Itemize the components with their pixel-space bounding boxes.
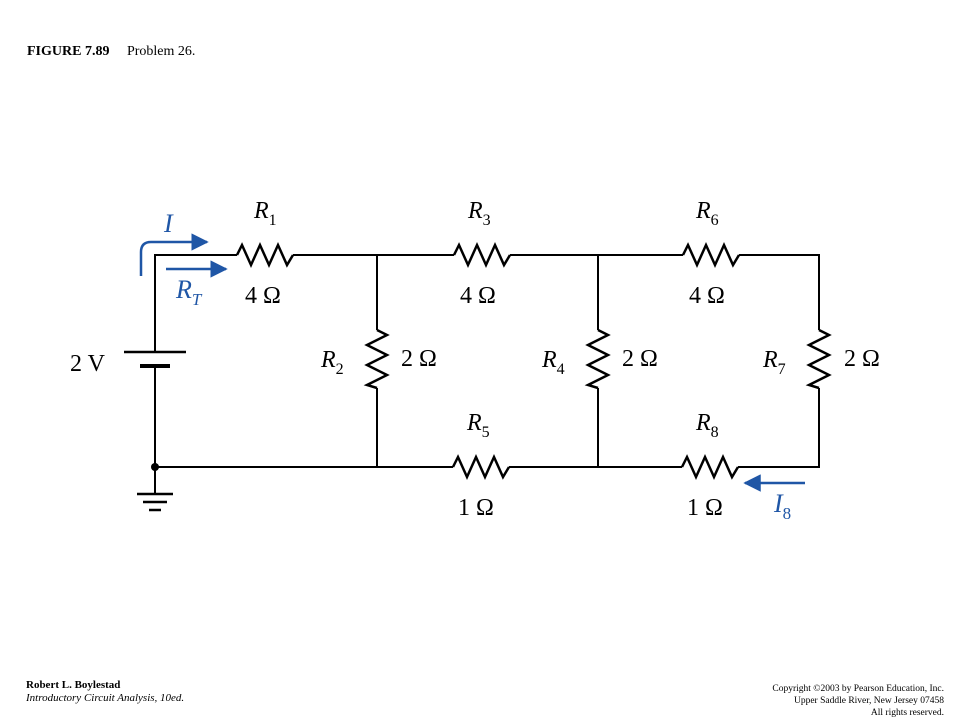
r4-name: R4 xyxy=(541,347,565,378)
r7-value: 2 Ω xyxy=(844,346,880,372)
source-label: 2 V xyxy=(70,351,106,377)
r1-name: R1 xyxy=(253,198,277,229)
figure-number: FIGURE 7.89 xyxy=(27,44,110,59)
r6-value: 4 Ω xyxy=(689,283,725,309)
r8-name: R8 xyxy=(695,410,719,441)
r2-value: 2 Ω xyxy=(401,346,437,372)
r2-name: R2 xyxy=(320,347,344,378)
footer-credits: Robert L. Boylestad Introductory Circuit… xyxy=(26,679,184,705)
resistor-zigzags xyxy=(235,241,832,481)
figure-caption: FIGURE 7.89 Problem 26. xyxy=(27,44,195,60)
resistor-r5 xyxy=(451,453,511,481)
resistor-r4 xyxy=(584,328,611,390)
r3-name: R3 xyxy=(467,198,491,229)
ground-icon xyxy=(137,492,173,512)
wires xyxy=(154,254,820,494)
r1-value: 4 Ω xyxy=(245,283,281,309)
current-i-label: I xyxy=(163,209,174,238)
voltage-source xyxy=(124,328,186,368)
resistor-r7 xyxy=(805,328,832,390)
footer-author: Robert L. Boylestad xyxy=(26,679,121,691)
resistor-r3 xyxy=(452,241,512,269)
current-i8-label: I8 xyxy=(773,489,791,523)
wire-bottom-right xyxy=(738,388,820,468)
copyright-line-3: All rights reserved. xyxy=(870,708,944,718)
r3-value: 4 Ω xyxy=(460,283,496,309)
copyright-line-1: Copyright ©2003 by Pearson Education, In… xyxy=(772,684,944,694)
resistor-r1 xyxy=(235,241,295,269)
wire-top-right xyxy=(739,254,820,330)
resistor-values: 4 Ω 4 Ω 4 Ω 2 Ω 2 Ω 2 Ω 1 Ω 1 Ω xyxy=(245,283,880,521)
r6-name: R6 xyxy=(695,198,719,229)
current-i-arrow xyxy=(139,233,209,276)
footer-book: Introductory Circuit Analysis, 10ed. xyxy=(26,692,185,704)
figure-title: Problem 26. xyxy=(126,44,196,59)
r5-value: 1 Ω xyxy=(458,495,494,521)
resistor-r8 xyxy=(680,453,740,481)
junction-dot xyxy=(151,463,159,471)
r8-value: 1 Ω xyxy=(687,495,723,521)
resistor-names: R1 R3 R6 R2 R4 R7 R5 R8 xyxy=(253,198,786,441)
wire-top-left xyxy=(154,254,237,328)
r4-value: 2 Ω xyxy=(622,346,658,372)
resistor-r6 xyxy=(681,241,741,269)
r5-name: R5 xyxy=(466,410,490,441)
footer-copyright: Copyright ©2003 by Pearson Education, In… xyxy=(772,683,944,719)
resistor-r2 xyxy=(363,328,390,390)
r7-name: R7 xyxy=(762,347,786,378)
current-labels: I RT I8 xyxy=(163,209,791,523)
copyright-line-2: Upper Saddle River, New Jersey 07458 xyxy=(793,696,944,706)
current-rt-label: RT xyxy=(175,275,203,309)
current-arrows xyxy=(139,233,805,492)
